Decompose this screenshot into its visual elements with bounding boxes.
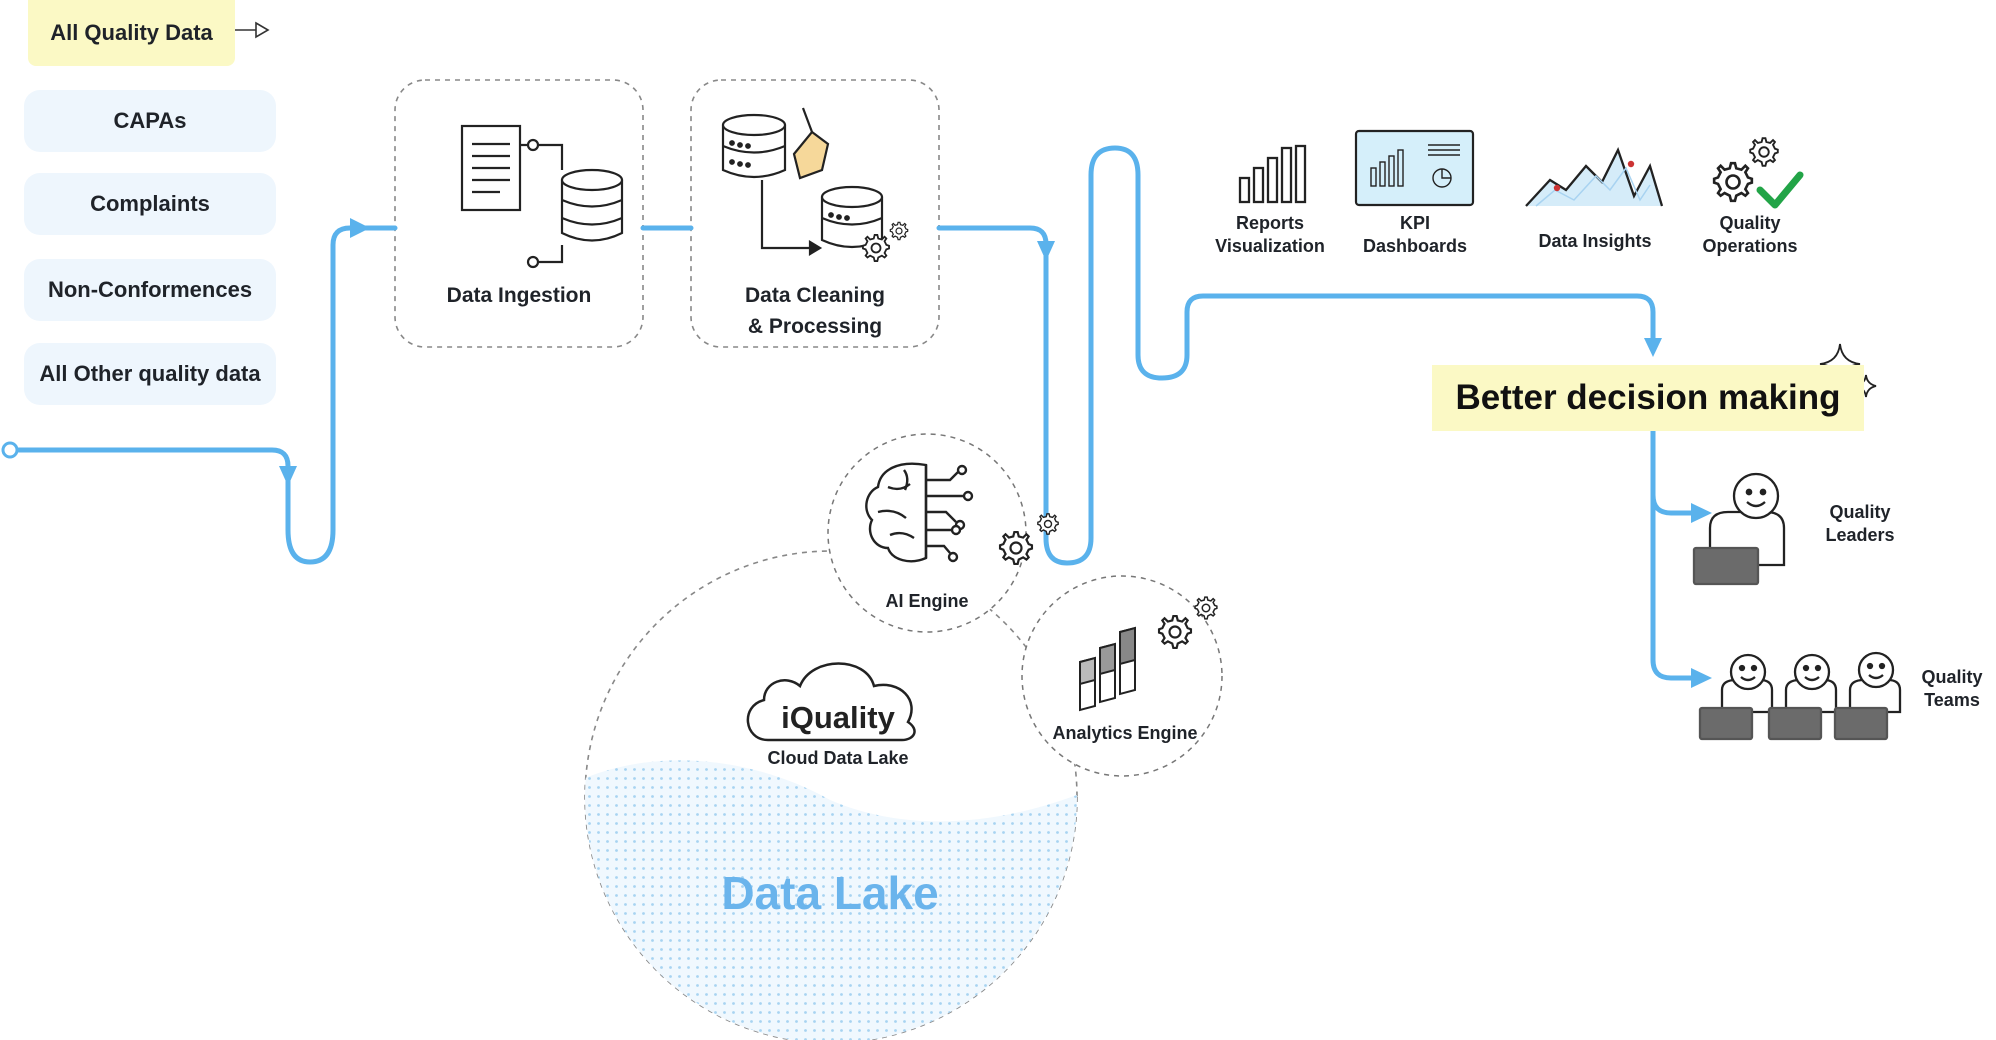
output-operations-line2: Operations	[1702, 236, 1798, 256]
source-item-other-quality-data: All Other quality data	[24, 343, 276, 405]
team-person-icon-3	[1833, 651, 1902, 741]
output-insights-label: Data Insights	[1538, 231, 1652, 251]
flow-arrowheads	[279, 218, 1712, 688]
mountain-chart-icon	[1525, 147, 1664, 207]
flow-start-dot	[1, 441, 19, 459]
quality-leaders-line1: Quality	[1829, 502, 1891, 522]
cleaning-gear-icon	[862, 234, 890, 262]
cleaning-gear-small-icon	[889, 221, 909, 241]
data-cleaning-label: Data Cleaning & Processing	[691, 280, 939, 342]
better-decision-making-banner: Better decision making	[1432, 365, 1864, 431]
database-broom-icon	[721, 107, 884, 256]
output-reports-line1: Reports	[1235, 213, 1304, 233]
flow-line	[13, 145, 1696, 681]
data-cleaning-label-line2: & Processing	[747, 315, 883, 338]
analytics-gear-small-icon	[1194, 596, 1218, 620]
dashboard-icon	[1354, 129, 1475, 207]
header-arrow-icon	[233, 21, 270, 39]
svg-text:iQuality: iQuality	[781, 700, 895, 735]
analytics-engine-label: Analytics Engine	[1052, 723, 1198, 743]
ingestion-box	[394, 79, 644, 348]
team-person-icon-1	[1698, 653, 1774, 741]
data-ingestion-label: Data Ingestion	[446, 284, 592, 307]
data-lake-circle	[584, 550, 1078, 1040]
source-item-non-conformences: Non-Conformences	[24, 259, 276, 321]
document-database-icon	[460, 124, 624, 269]
gears-check-icon	[1712, 137, 1804, 209]
output-kpi-label: KPI Dashboards	[1345, 212, 1485, 258]
brain-icon	[865, 462, 974, 563]
source-item-complaints: Complaints	[24, 173, 276, 235]
data-lake-title: Data Lake	[721, 867, 939, 919]
quality-teams-label: Quality Teams	[1912, 666, 1992, 712]
team-person-icon-2	[1767, 653, 1838, 741]
output-reports-label: Reports Visualization	[1200, 212, 1340, 258]
all-quality-data-header: All Quality Data	[28, 0, 235, 66]
ai-engine-label: AI Engine	[885, 591, 969, 611]
output-kpi-line1: KPI	[1399, 213, 1430, 233]
quality-teams-line2: Teams	[1924, 690, 1980, 710]
output-operations-label: Quality Operations	[1680, 212, 1820, 258]
leader-person-icon	[1692, 472, 1786, 586]
quality-leaders-label: Quality Leaders	[1810, 501, 1910, 547]
source-item-capas: CAPAs	[24, 90, 276, 152]
output-operations-line1: Quality	[1719, 213, 1781, 233]
ai-gear-icon	[998, 530, 1034, 566]
analytics-gear-icon	[1157, 614, 1193, 650]
iquality-cloud-logo: iQuality	[746, 662, 916, 742]
quality-teams-line1: Quality	[1921, 667, 1983, 687]
analytics-bars-icon	[1079, 626, 1136, 712]
data-cleaning-label-line1: Data Cleaning	[744, 284, 886, 307]
output-kpi-line2: Dashboards	[1362, 236, 1468, 256]
bar-chart-icon	[1238, 144, 1307, 204]
cloud-data-lake-label: Cloud Data Lake	[767, 748, 909, 768]
output-reports-line2: Visualization	[1215, 236, 1325, 256]
quality-leaders-line2: Leaders	[1825, 525, 1895, 545]
ai-gear-small-icon	[1037, 513, 1059, 535]
